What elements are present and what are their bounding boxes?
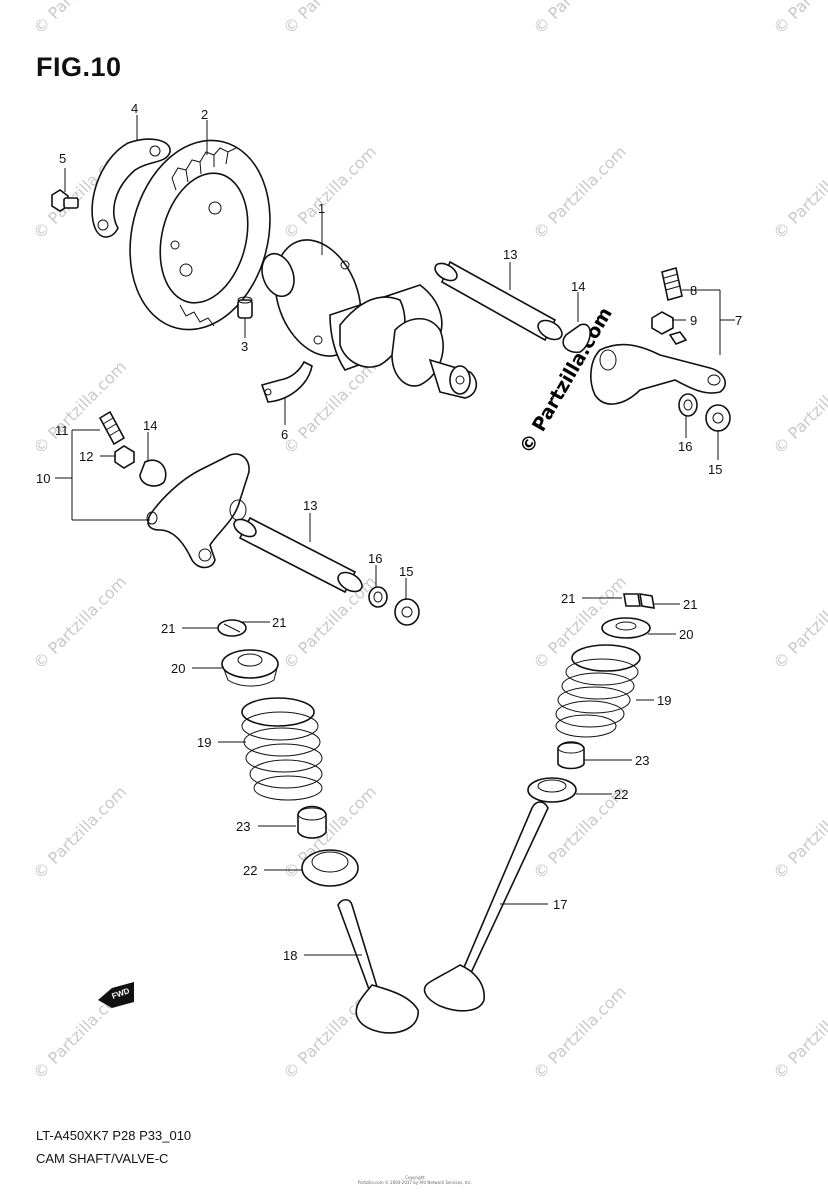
watermark: © Partzilla.com bbox=[279, 357, 380, 458]
part-19-right-spring bbox=[555, 644, 641, 738]
part-23-left-seal bbox=[297, 805, 327, 839]
callout-5: 5 bbox=[59, 151, 66, 166]
part-17-exhaust-valve bbox=[423, 801, 549, 1012]
model-code: LT-A450XK7 P28 P33_010 bbox=[36, 1128, 192, 1143]
watermark: © Partzilla.com bbox=[279, 0, 380, 38]
callout-19-left: 19 bbox=[197, 735, 211, 750]
part-2-sprocket bbox=[129, 139, 271, 331]
callout-20-right: 20 bbox=[679, 627, 693, 642]
callout-16-lower: 16 bbox=[368, 551, 382, 566]
callout-19-right: 19 bbox=[657, 693, 671, 708]
callout-13-lower: 13 bbox=[303, 498, 317, 513]
callout-21-left-b: 21 bbox=[272, 615, 286, 630]
part-3-pin bbox=[237, 296, 253, 319]
callout-15-upper: 15 bbox=[708, 462, 722, 477]
part-18-intake-valve bbox=[337, 898, 419, 1034]
part-21-left-cotters bbox=[217, 619, 247, 637]
part-15-lower-bolt bbox=[394, 598, 420, 626]
watermark: © Partzilla.com bbox=[279, 142, 380, 243]
part-5-bolt bbox=[51, 189, 79, 212]
part-20-left-retainer bbox=[221, 649, 279, 687]
callout-14-upper: 14 bbox=[571, 279, 585, 294]
callout-21-left-a: 21 bbox=[161, 621, 175, 636]
part-15-upper-bolt bbox=[705, 404, 731, 432]
callout-2: 2 bbox=[201, 107, 208, 122]
copyright-notice: Copyright Partzilla.com © 2004-2017 by A… bbox=[350, 1175, 480, 1185]
callout-8: 8 bbox=[690, 283, 697, 298]
callout-16-upper: 16 bbox=[678, 439, 692, 454]
copyright-line-2: Partzilla.com © 2004-2017 by ARI Network… bbox=[358, 1180, 472, 1185]
part-21-right-cotters bbox=[623, 593, 655, 609]
callout-10: 10 bbox=[36, 471, 50, 486]
callout-11: 11 bbox=[55, 423, 69, 438]
section-name: CAM SHAFT/VALVE-C bbox=[36, 1151, 169, 1166]
leader-lines bbox=[55, 115, 735, 956]
callout-6: 6 bbox=[281, 427, 288, 442]
fwd-arrow-icon: FWD bbox=[98, 982, 134, 1008]
part-20-right-retainer bbox=[601, 617, 651, 639]
part-22-right-seat bbox=[527, 777, 577, 803]
part-14-upper-washer bbox=[562, 323, 591, 354]
callout-numbers: 2 4 5 1 3 6 13 14 8 9 7 16 15 11 14 12 1… bbox=[36, 101, 742, 963]
watermark: © Partzilla.com bbox=[529, 982, 630, 1083]
watermark: © Partzilla.com bbox=[769, 142, 828, 243]
callout-15-lower: 15 bbox=[399, 564, 413, 579]
watermark: © Partzilla.com bbox=[29, 0, 130, 38]
part-22-left-seat bbox=[301, 849, 359, 887]
watermark: © Partzilla.com bbox=[529, 0, 630, 38]
part-10-rocker-arm-intake bbox=[98, 410, 250, 569]
watermark: © Partzilla.com bbox=[769, 572, 828, 673]
watermark: © Partzilla.com bbox=[769, 0, 828, 38]
figure-title: FIG.10 bbox=[36, 52, 122, 82]
watermark: © Partzilla.com bbox=[769, 982, 828, 1083]
watermark: © Partzilla.com bbox=[769, 782, 828, 883]
copyright-line-1: Copyright bbox=[405, 1175, 425, 1180]
watermark: © Partzilla.com bbox=[529, 142, 630, 243]
part-14-lower-washer bbox=[139, 459, 167, 487]
callout-21-right-a: 21 bbox=[561, 591, 575, 606]
callout-13-upper: 13 bbox=[503, 247, 517, 262]
part-1-camshaft bbox=[261, 239, 478, 399]
part-4-plate bbox=[91, 138, 171, 238]
callout-21-right-b: 21 bbox=[683, 597, 697, 612]
callout-20-left: 20 bbox=[171, 661, 185, 676]
callout-17: 17 bbox=[553, 897, 567, 912]
callout-4: 4 bbox=[131, 101, 138, 116]
part-13-upper-shaft bbox=[434, 260, 563, 342]
callout-14-lower: 14 bbox=[143, 418, 157, 433]
callout-23-right: 23 bbox=[635, 753, 649, 768]
part-13-lower-shaft bbox=[233, 516, 363, 594]
callout-12: 12 bbox=[79, 449, 93, 464]
part-7-rocker-arm-exhaust bbox=[590, 266, 726, 405]
watermark: © Partzilla.com bbox=[29, 782, 130, 883]
callout-23-left: 23 bbox=[236, 819, 250, 834]
part-16-upper-washer bbox=[678, 393, 698, 417]
watermark: © Partzilla.com bbox=[29, 572, 130, 673]
part-23-right-seal bbox=[557, 741, 585, 770]
callout-18: 18 bbox=[283, 948, 297, 963]
callout-22-right: 22 bbox=[614, 787, 628, 802]
part-16-lower-washer bbox=[368, 586, 388, 608]
callout-7: 7 bbox=[735, 313, 742, 328]
part-19-left-spring bbox=[241, 697, 323, 801]
callout-22-left: 22 bbox=[243, 863, 257, 878]
callout-9: 9 bbox=[690, 313, 697, 328]
watermark: © Partzilla.com bbox=[279, 572, 380, 673]
part-6-thrust-plate bbox=[260, 360, 313, 403]
callout-1: 1 bbox=[318, 201, 325, 216]
callout-3: 3 bbox=[241, 339, 248, 354]
watermark: © Partzilla.com bbox=[769, 357, 828, 458]
